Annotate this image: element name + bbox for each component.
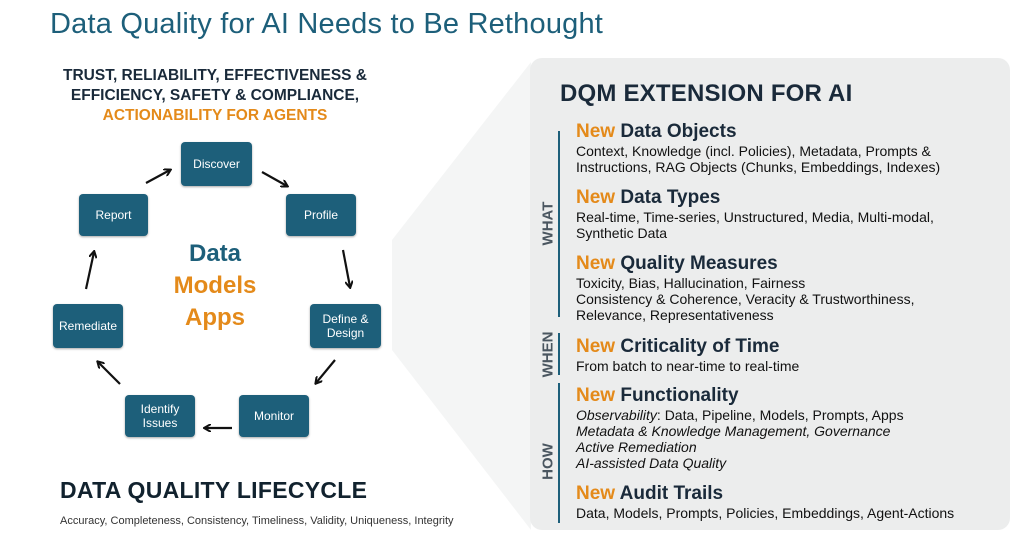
section-data-objects: New Data Objects Context, Knowledge (inc… <box>576 121 940 175</box>
section-line: Active Remediation <box>576 439 697 455</box>
quality-pillars: TRUST, RELIABILITY, EFFECTIVENESS & EFFI… <box>40 66 390 126</box>
section-title: Functionality <box>620 385 739 406</box>
lifecycle-title: DATA QUALITY LIFECYCLE <box>60 477 368 503</box>
section-title: Data Types <box>620 187 721 208</box>
new-label: New <box>576 187 616 208</box>
lifecycle-center: Data Models Apps <box>160 238 270 334</box>
section-line: Metadata & Knowledge Management, Governa… <box>576 423 891 439</box>
section-title: Audit Trails <box>619 483 724 504</box>
arrow-profile-define <box>341 249 350 287</box>
stage-identify-issues: Identify Issues <box>125 395 195 437</box>
section-functionality: New Functionality Observability: Data, P… <box>576 385 904 471</box>
dqm-panel <box>530 58 1010 530</box>
section-title: Criticality of Time <box>620 336 780 357</box>
stage-remediate: Remediate <box>53 304 123 348</box>
section-heading: New Data Types <box>576 187 934 209</box>
stage-report-label: Report <box>95 208 132 222</box>
stage-profile-label: Profile <box>303 208 338 222</box>
section-line: Consistency & Coherence, Veracity & Trus… <box>576 291 915 307</box>
arrow-report-discover <box>145 170 170 184</box>
stage-define-line-1: Define & <box>322 312 369 326</box>
arrow-identify-remediate <box>98 362 121 385</box>
how-rule <box>558 383 560 523</box>
what-rule <box>558 131 560 317</box>
section-title: Data Objects <box>620 121 737 142</box>
pillars-line-1: TRUST, RELIABILITY, EFFECTIVENESS & <box>63 67 367 84</box>
label-when: WHEN <box>539 331 557 378</box>
observability-rest: : Data, Pipeline, Models, Prompts, Apps <box>656 407 904 423</box>
section-line: Relevance, Representativeness <box>576 307 774 323</box>
pillars-line-2: EFFICIENCY, SAFETY & COMPLIANCE, <box>70 87 360 104</box>
stage-monitor-label: Monitor <box>253 409 294 423</box>
center-apps: Apps <box>185 304 245 331</box>
stage-discover: Discover <box>181 142 252 186</box>
new-label: New <box>576 483 616 504</box>
section-heading: New Data Objects <box>576 121 940 143</box>
stage-identify-line-2: Issues <box>142 416 178 430</box>
section-line: From batch to near-time to real-time <box>576 358 800 374</box>
section-line: Context, Knowledge (incl. Policies), Met… <box>576 143 931 159</box>
section-audit-trails: New Audit Trails Data, Models, Prompts, … <box>576 483 954 521</box>
section-line: Real-time, Time-series, Unstructured, Me… <box>576 209 934 225</box>
section-line: Toxicity, Bias, Hallucination, Fairness <box>576 275 806 291</box>
section-line: Observability: Data, Pipeline, Models, P… <box>576 407 904 423</box>
section-title: Quality Measures <box>620 253 778 274</box>
stage-profile: Profile <box>286 194 356 236</box>
dqm-title: DQM EXTENSION FOR AI <box>560 80 853 107</box>
section-heading: New Audit Trails <box>576 483 954 505</box>
new-label: New <box>576 385 616 406</box>
when-rule <box>558 333 560 375</box>
stage-define-design: Define & Design <box>310 304 381 348</box>
new-label: New <box>576 336 616 357</box>
arrow-define-monitor <box>316 359 336 383</box>
new-label: New <box>576 121 616 142</box>
center-models: Models <box>173 272 257 299</box>
arrow-discover-profile <box>261 171 287 186</box>
section-line: AI-assisted Data Quality <box>576 455 727 471</box>
section-line: Synthetic Data <box>576 225 668 241</box>
section-heading: New Criticality of Time <box>576 336 799 358</box>
section-line: Instructions, RAG Objects (Chunks, Embed… <box>576 159 941 175</box>
new-label: New <box>576 253 616 274</box>
section-line: Data, Models, Prompts, Policies, Embeddi… <box>576 505 955 521</box>
label-how: HOW <box>539 443 557 480</box>
pillars-line-3: ACTIONABILITY FOR AGENTS <box>102 107 328 124</box>
label-what: WHAT <box>539 201 557 246</box>
arrow-remediate-report <box>84 252 94 290</box>
observability-term: Observability <box>576 407 657 423</box>
section-criticality-of-time: New Criticality of Time From batch to ne… <box>576 336 799 374</box>
stage-report: Report <box>79 194 148 236</box>
quality-dimensions: Accuracy, Completeness, Consistency, Tim… <box>60 515 454 527</box>
section-heading: New Quality Measures <box>576 253 914 275</box>
stage-identify-line-1: Identify <box>140 402 180 416</box>
stage-define-line-2: Design <box>326 326 365 340</box>
center-data: Data <box>188 240 242 267</box>
section-data-types: New Data Types Real-time, Time-series, U… <box>576 187 934 241</box>
section-quality-measures: New Quality Measures Toxicity, Bias, Hal… <box>576 253 914 323</box>
page-title: Data Quality for AI Needs to Be Rethough… <box>50 8 604 40</box>
stage-discover-label: Discover <box>193 157 240 171</box>
section-heading: New Functionality <box>576 385 904 407</box>
stage-monitor: Monitor <box>239 395 309 437</box>
stage-remediate-label: Remediate <box>58 319 118 333</box>
